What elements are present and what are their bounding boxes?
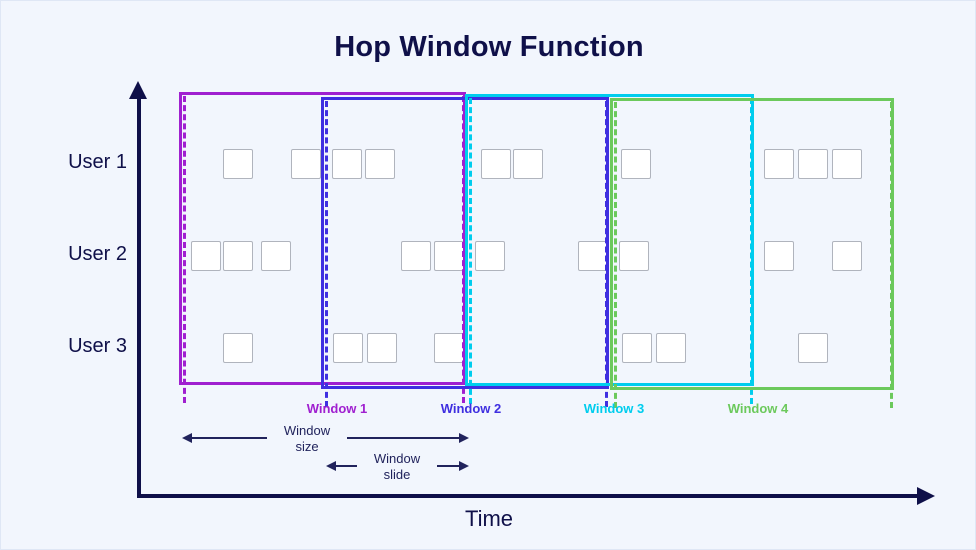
- window-boundary-dash-2-end: [605, 101, 608, 407]
- window-boundary-dash-4-start: [614, 102, 617, 408]
- measure-arrow-left-icon-1: [182, 433, 192, 443]
- window-caption-3: Window 3: [583, 401, 645, 416]
- user-row-label-1: User 1: [68, 151, 127, 173]
- event-box: [223, 333, 253, 363]
- window-boundary-dash-4-end: [890, 102, 893, 408]
- event-box: [401, 241, 431, 271]
- y-axis-line: [137, 97, 141, 498]
- window-boundary-dash-3-end: [750, 98, 753, 404]
- window-caption-1: Window 1: [306, 401, 368, 416]
- x-axis-arrow-icon: [917, 487, 935, 505]
- event-box: [798, 333, 828, 363]
- page-title: Hop Window Function: [334, 31, 644, 63]
- x-axis-line: [137, 494, 921, 498]
- measure-arrow-right-icon-1: [459, 433, 469, 443]
- event-box: [332, 149, 362, 179]
- measure-label-1-line2: size: [295, 439, 319, 454]
- user-row-label-3: User 3: [68, 335, 127, 357]
- event-box: [832, 241, 862, 271]
- event-box: [656, 333, 686, 363]
- x-axis-label: Time: [464, 506, 514, 531]
- window-caption-2: Window 2: [440, 401, 502, 416]
- measure-line-right-1: [347, 437, 459, 439]
- event-box: [367, 333, 397, 363]
- event-box: [365, 149, 395, 179]
- event-box: [191, 241, 221, 271]
- event-box: [764, 241, 794, 271]
- measure-label-2-line2: slide: [383, 467, 411, 482]
- event-box: [223, 149, 253, 179]
- event-box: [223, 241, 253, 271]
- measure-label-1-line1: Window: [283, 423, 331, 438]
- event-box: [513, 149, 543, 179]
- event-box: [619, 241, 649, 271]
- event-box: [622, 333, 652, 363]
- event-box: [832, 149, 862, 179]
- event-box: [764, 149, 794, 179]
- window-caption-4: Window 4: [727, 401, 789, 416]
- window-boundary-dash-1-start: [183, 96, 186, 403]
- measure-line-left-2: [336, 465, 357, 467]
- event-box: [621, 149, 651, 179]
- window-boundary-dash-2-start: [325, 101, 328, 407]
- event-box: [798, 149, 828, 179]
- measure-arrow-right-icon-2: [459, 461, 469, 471]
- measure-line-right-2: [437, 465, 459, 467]
- event-box: [475, 241, 505, 271]
- event-box: [261, 241, 291, 271]
- measure-line-left-1: [192, 437, 267, 439]
- window-boundary-dash-1-end: [462, 96, 465, 403]
- event-box: [291, 149, 321, 179]
- y-axis-arrow-icon: [129, 81, 147, 99]
- measure-label-2-line1: Window: [373, 451, 421, 466]
- measure-arrow-left-icon-2: [326, 461, 336, 471]
- event-box: [333, 333, 363, 363]
- event-box: [578, 241, 608, 271]
- event-box: [481, 149, 511, 179]
- user-row-label-2: User 2: [68, 243, 127, 265]
- window-rect-4: [610, 98, 894, 390]
- window-boundary-dash-3-start: [469, 98, 472, 404]
